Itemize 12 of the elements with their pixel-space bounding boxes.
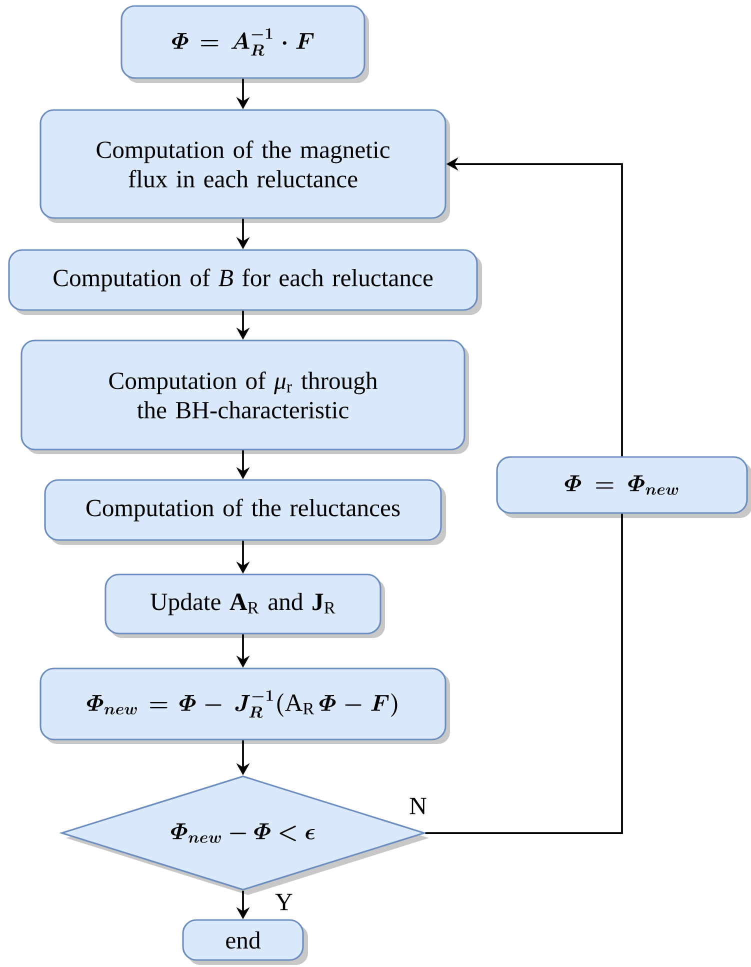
process-box: $\bm{\varPhi = \varPhi_{new}}$ (496, 456, 751, 518)
process-box: Computation of μ$_{r}$ through the BH-characteristic (20, 340, 469, 454)
process-box: Computation of the reluctances (44, 479, 446, 545)
connector-line (425, 514, 623, 834)
process-box: Computation of the magnetic flux in each reluctance (40, 109, 450, 223)
process-box: $\bm{\varPhi_{new} = \varPhi -\, J_R^{-1}(}\mathrm{A_R}\,\bm{\varPhi - F)}$ (40, 668, 450, 744)
process-box: end (182, 919, 308, 965)
edge-label: N (408, 796, 428, 816)
process-box: Update A$_{R}$ and J$_{R}$ (104, 574, 385, 638)
process-box: Computation of B for each reluctance (8, 249, 482, 315)
process-box: $\bm{\varPhi = A_R^{-1} \cdot F}$ (120, 5, 369, 83)
edge-label: Y (274, 892, 294, 912)
